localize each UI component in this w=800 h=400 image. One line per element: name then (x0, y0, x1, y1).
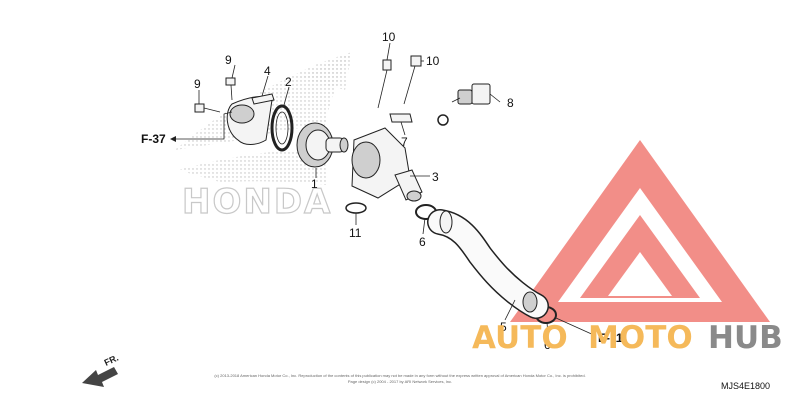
temperature-sensor (451, 83, 491, 105)
thermostat-housing-cover (226, 93, 275, 145)
callout-9-upper: 9 (225, 53, 232, 67)
watermark-triangle (510, 140, 770, 322)
callout-10-right: 10 (426, 54, 440, 68)
front-direction-arrow: FR. (82, 353, 120, 387)
callout-7: 7 (401, 135, 408, 149)
bolt-lower (194, 103, 221, 113)
callout-6-upper: 6 (419, 235, 426, 249)
watermark-hub: HUB (708, 320, 783, 356)
thermostat (296, 122, 349, 168)
leader-lines (170, 42, 597, 337)
watermark-moto: MOTO (588, 320, 693, 356)
water-hose (427, 209, 549, 319)
bolt-upper (225, 77, 236, 101)
callout-1: 1 (311, 177, 318, 191)
small-gasket (345, 202, 367, 214)
callout-11: 11 (349, 226, 362, 240)
watermark-text: AUTO MOTO HUB (472, 320, 783, 356)
reference-f37: F-37 (141, 132, 166, 146)
callout-8: 8 (507, 96, 514, 110)
callout-2: 2 (285, 75, 292, 89)
reference-e11: E-11 (598, 331, 623, 345)
watermark-auto: AUTO (472, 320, 568, 356)
thermostat-case (351, 127, 423, 202)
long-bolt-right (403, 55, 422, 105)
gasket (270, 104, 294, 152)
copyright-line-2: Page design (c) 2004 - 2017 by ARI Netwo… (348, 379, 452, 384)
bracket-clip (389, 113, 413, 123)
callout-5: 5 (500, 320, 507, 334)
long-bolt-left (377, 59, 392, 109)
callout-3: 3 (432, 170, 439, 184)
callout-9-lower: 9 (194, 77, 201, 91)
callout-4: 4 (264, 64, 271, 78)
callout-6-lower: 6 (544, 338, 551, 352)
callout-10-upper: 10 (382, 30, 396, 44)
copyright-line-1: (c) 2013-2018 American Honda Motor Co., … (214, 373, 585, 378)
o-ring (437, 114, 449, 126)
honda-logo-text: HONDA (182, 182, 332, 222)
diagram-code: MJS4E1800 (721, 381, 770, 391)
front-label: FR. (103, 353, 120, 368)
